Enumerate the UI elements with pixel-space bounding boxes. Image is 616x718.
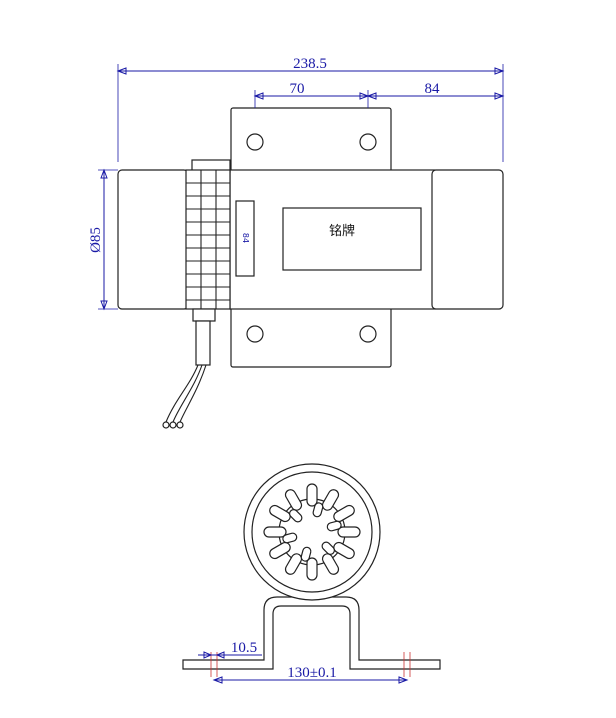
lead-wires	[162, 364, 207, 429]
ventilation-slots-outer	[263, 483, 361, 581]
top-view-dimensions: 238.5 70 84 Ø85	[88, 56, 505, 311]
cable-sleeve	[195, 320, 211, 366]
dim-overall-length: 238.5	[293, 56, 327, 72]
right-end-cap	[431, 169, 504, 310]
side-label-plate	[235, 200, 255, 277]
mount-hole-top-right	[359, 133, 377, 151]
cooling-fin-block	[185, 169, 231, 310]
cable-gland	[192, 308, 216, 322]
ventilation-slots-inner	[282, 502, 342, 562]
motor-end-face-inner	[278, 498, 346, 566]
dim-right-length: 84	[425, 81, 441, 97]
top-view: 84 铭牌	[117, 107, 504, 429]
side-label-text: 84	[241, 233, 250, 243]
dim-slot-width: 10.5	[231, 640, 257, 656]
mount-hole-top-left	[246, 133, 264, 151]
dim-diameter: Ø85	[88, 227, 104, 253]
mounting-bracket	[182, 596, 441, 670]
mount-hole-bottom-left	[246, 325, 264, 343]
nameplate-label: 铭牌	[329, 223, 355, 239]
dim-foot-spacing: 130±0.1	[287, 665, 336, 681]
nameplate	[282, 207, 422, 271]
mount-hole-bottom-right	[359, 325, 377, 343]
front-view-dimensions: 10.5 130±0.1	[198, 640, 409, 684]
dim-hole-spacing: 70	[290, 81, 305, 97]
cooling-fin-lines	[186, 170, 230, 309]
left-end-cap	[117, 169, 189, 310]
front-view	[182, 463, 441, 677]
